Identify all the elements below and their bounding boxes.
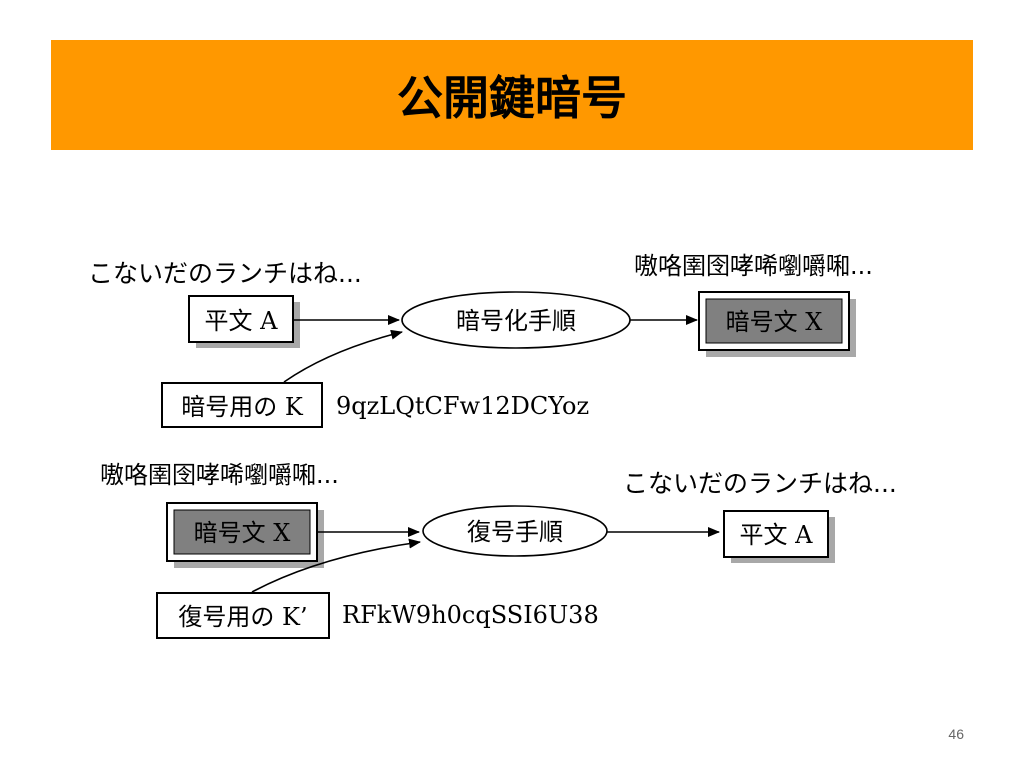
decrypt-process-node: 復号手順: [422, 505, 608, 557]
decrypt-plaintext-sample: こないだのランチはね...: [623, 469, 897, 498]
encrypt-ciphertext-label: 暗号文 X: [726, 308, 823, 336]
encrypt-process-label: 暗号化手順: [456, 307, 576, 335]
encrypt-key-value: 9qzLQtCFw12DCYoz: [336, 392, 589, 420]
page-number: 46: [948, 726, 964, 742]
encrypt-plaintext-label: 平文 A: [205, 307, 279, 335]
decrypt-ciphertext-box: 暗号文 X: [166, 502, 324, 568]
decrypt-process-label: 復号手順: [467, 518, 563, 546]
encrypt-key-box: 暗号用の K: [161, 382, 323, 428]
encrypt-ciphertext-box: 暗号文 X: [698, 291, 856, 357]
decrypt-ciphertext-sample: 嗷咯圉囹哮唏嚠嚼啝...: [100, 461, 339, 489]
decrypt-plaintext-box: 平文 A: [723, 510, 835, 563]
decrypt-ciphertext-label: 暗号文 X: [194, 519, 291, 547]
encrypt-key-arrow: [283, 329, 403, 383]
decrypt-key-label: 復号用の K’: [178, 603, 307, 631]
encrypt-plaintext-sample: こないだのランチはね...: [88, 259, 362, 288]
slide-title-bar: 公開鍵暗号: [51, 40, 973, 150]
encrypt-process-node: 暗号化手順: [401, 291, 631, 349]
decrypt-key-box: 復号用の K’: [156, 592, 330, 639]
encrypt-key-label: 暗号用の K: [181, 393, 304, 421]
encrypt-ciphertext-sample: 嗷咯圉囹哮唏嚠嚼啝...: [634, 252, 873, 280]
decrypt-key-arrow: [251, 538, 421, 593]
decrypt-plaintext-label: 平文 A: [740, 521, 814, 549]
slide-title: 公開鍵暗号: [397, 71, 627, 125]
encrypt-plaintext-box: 平文 A: [188, 295, 300, 348]
decrypt-key-value: RFkW9h0cqSSI6U38: [342, 601, 599, 629]
